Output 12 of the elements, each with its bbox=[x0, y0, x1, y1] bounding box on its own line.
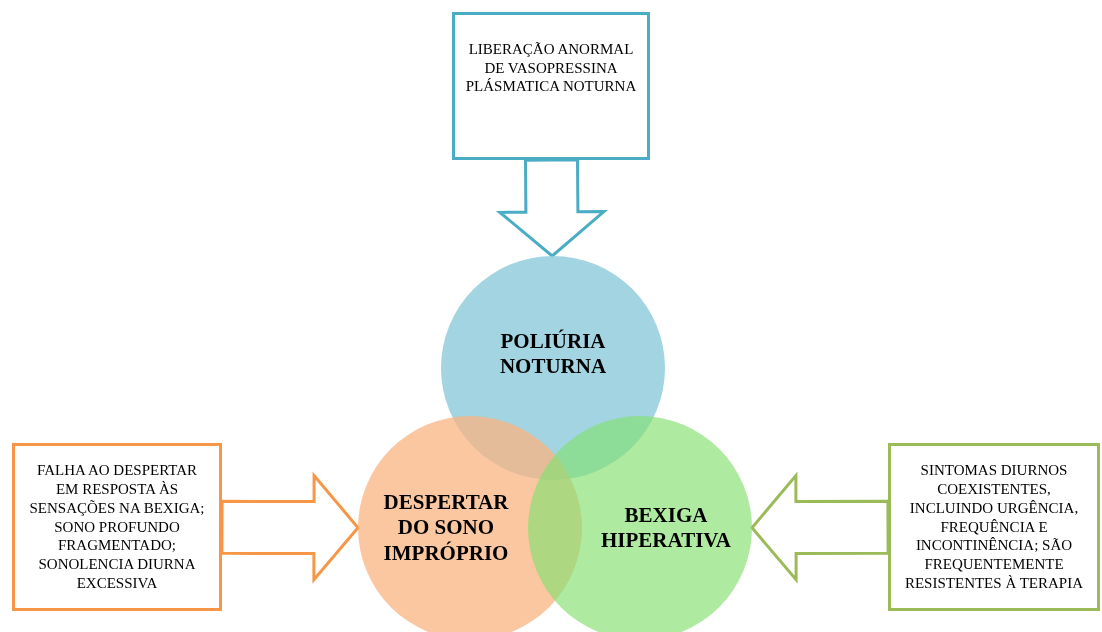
circle-label: POLIÚRIA NOTURNA bbox=[498, 328, 608, 380]
text-box bbox=[12, 443, 222, 611]
text-box bbox=[452, 12, 650, 160]
box-text: SINTOMAS DIURNOS COEXISTENTES, INCLUINDO URGÊNCIA, FREQUÊNCIA E INCONTINÊNCIA; SÃO FREQUENTEMENTE RESISTENTES À TERAPIA bbox=[903, 461, 1085, 593]
box-text: FALHA AO DESPERTAR EM RESPOSTA ÀS SENSAÇÕES NA BEXIGA; SONO PROFUNDO FRAGMENTADO; SONOLENCIA DIURNA EXCESSIVA bbox=[28, 461, 206, 593]
block-arrow bbox=[220, 471, 360, 584]
circle-label: DESPERTAR DO SONO IMPRÓPRIO bbox=[382, 490, 510, 566]
block-arrow bbox=[495, 158, 608, 258]
block-arrow bbox=[750, 471, 890, 584]
text-box bbox=[888, 443, 1100, 611]
circle-label: BEXIGA HIPERATIVA bbox=[600, 502, 732, 554]
box-text: LIBERAÇÃO ANORMAL DE VASOPRESSINA PLÁSMATICA NOTURNA bbox=[465, 39, 637, 97]
